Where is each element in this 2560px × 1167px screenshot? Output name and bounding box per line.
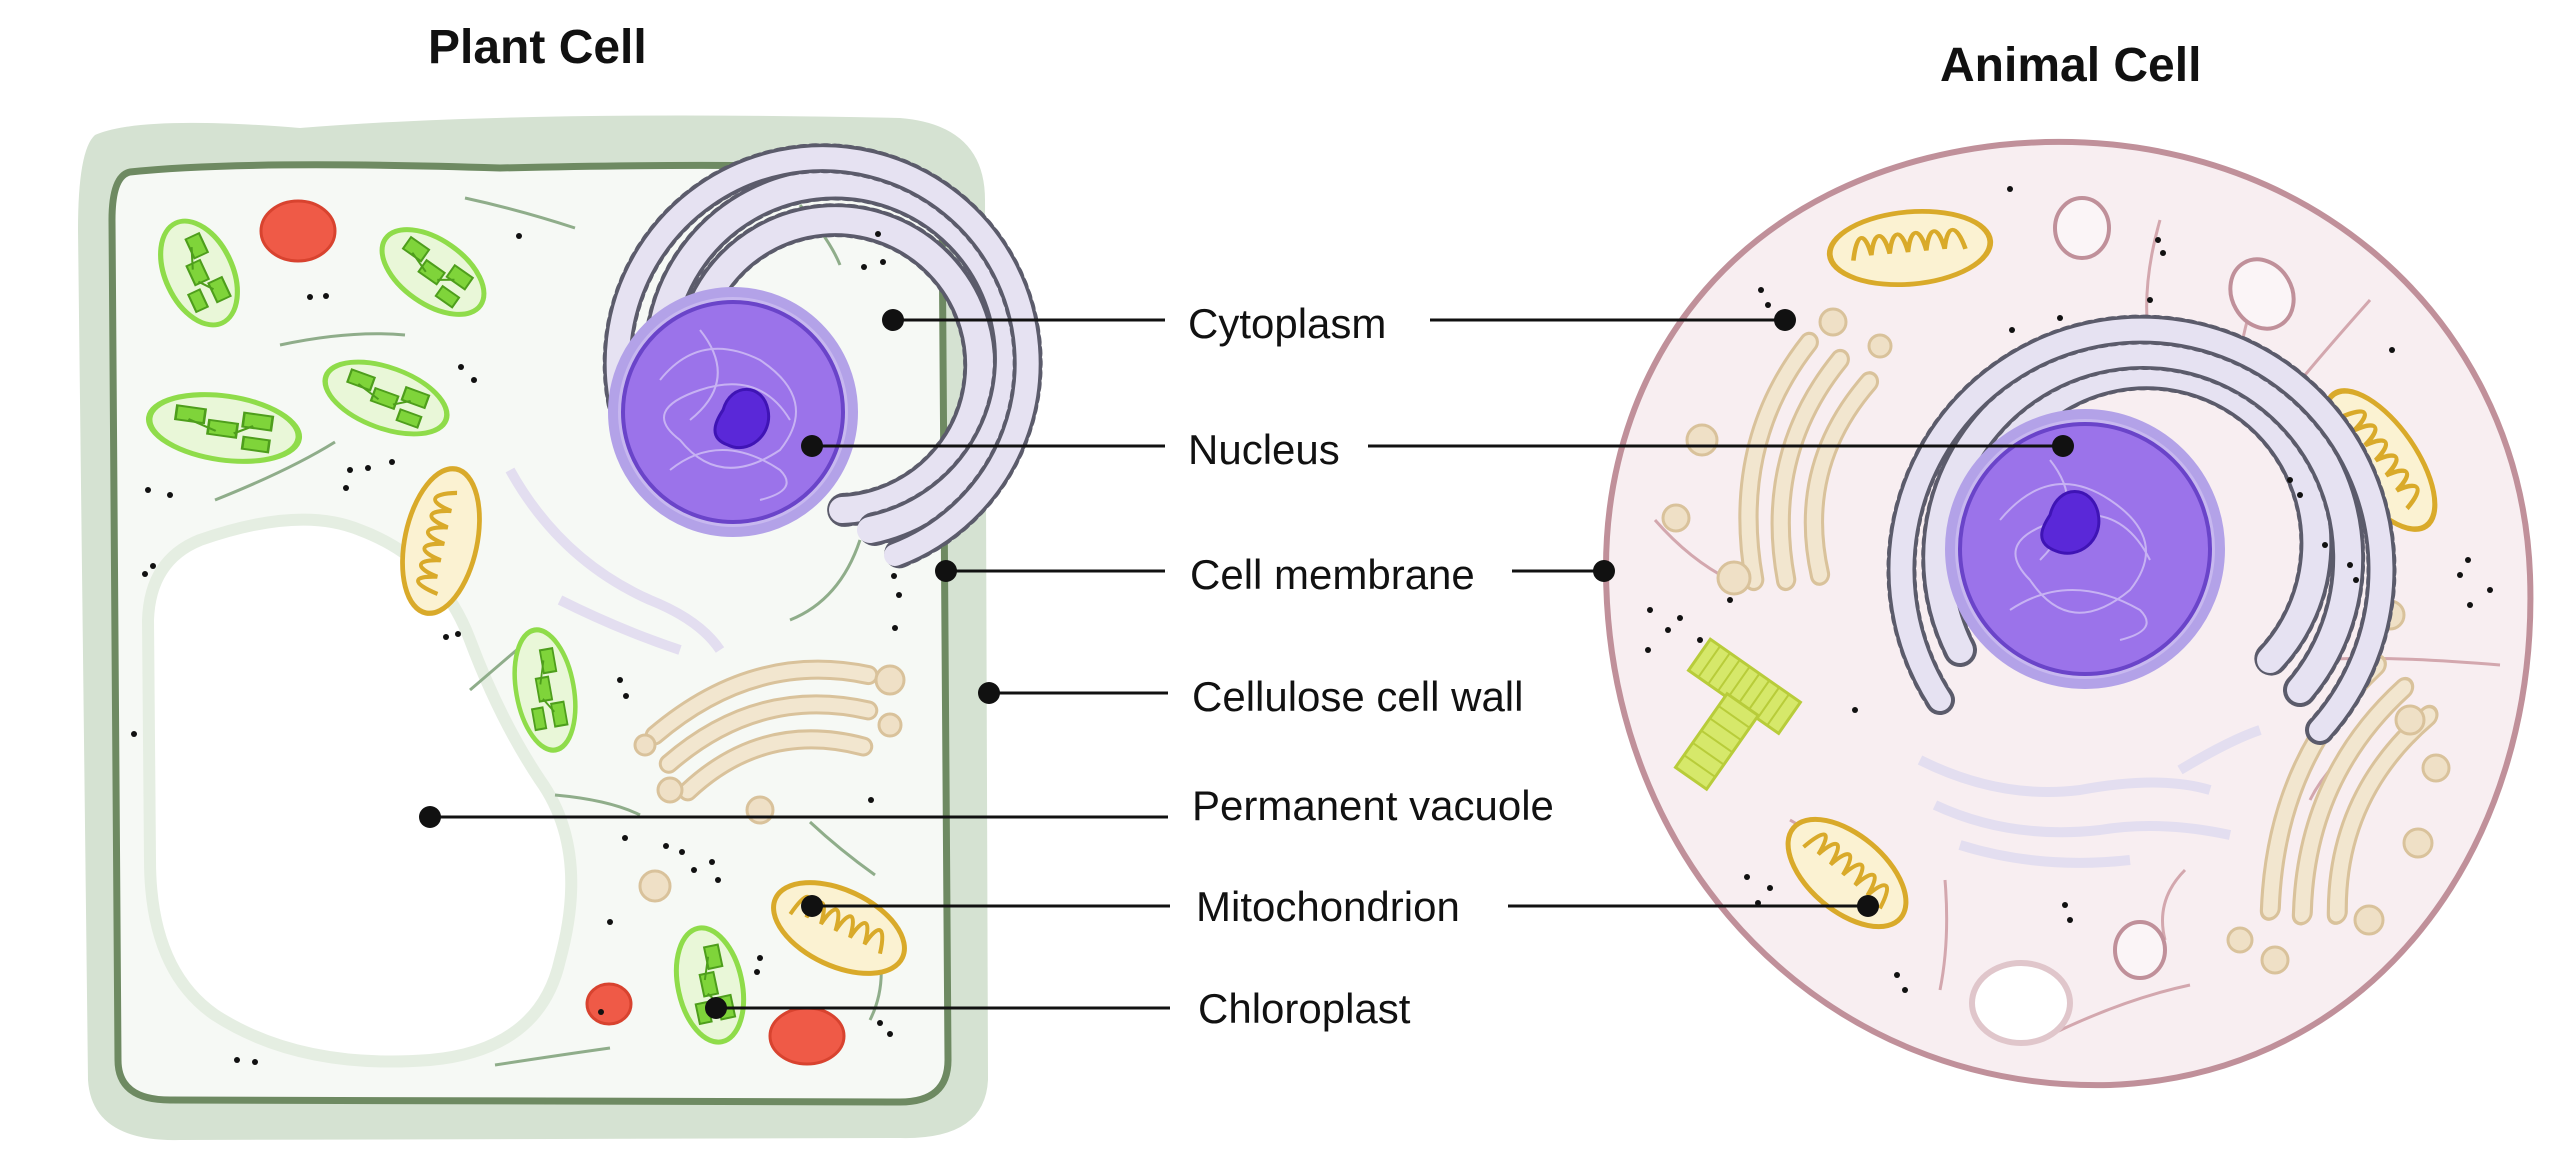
chloroplast-leader: [705, 997, 1170, 1019]
label-chloroplast: Chloroplast: [1198, 985, 1411, 1032]
plant-red-body-3: [768, 1006, 846, 1066]
plant-red-body-2: [585, 982, 633, 1026]
animal-cell-title: Animal Cell: [1940, 39, 2202, 92]
nucleus-leader: [801, 435, 2074, 457]
mitochondrion-leader: [801, 895, 1879, 917]
label-leaders: [419, 309, 2074, 1019]
label-cytoplasm: Cytoplasm: [1188, 300, 1387, 347]
cytoplasm-leader: [882, 309, 1796, 331]
plant-nucleus: [608, 287, 858, 537]
cell-membrane-leader: [935, 560, 1615, 582]
animal-vacuole: [1969, 960, 2073, 1046]
label-mitochondrion: Mitochondrion: [1196, 883, 1460, 930]
plant-cell-title: Plant Cell: [428, 21, 647, 74]
label-nucleus: Nucleus: [1188, 426, 1340, 473]
plant-red-body-1: [259, 199, 337, 263]
animal-centriole: [1673, 637, 1803, 792]
label-vacuole: Permanent vacuole: [1192, 782, 1554, 829]
cell-wall-leader: [978, 682, 1168, 704]
plant-cell: [78, 115, 1043, 1141]
label-cell-membrane: Cell membrane: [1190, 551, 1475, 598]
animal-cell: [1602, 138, 2534, 1089]
vacuole-leader: [419, 806, 1168, 828]
animal-nucleus: [1945, 409, 2225, 689]
label-cell-wall: Cellulose cell wall: [1192, 673, 1524, 720]
